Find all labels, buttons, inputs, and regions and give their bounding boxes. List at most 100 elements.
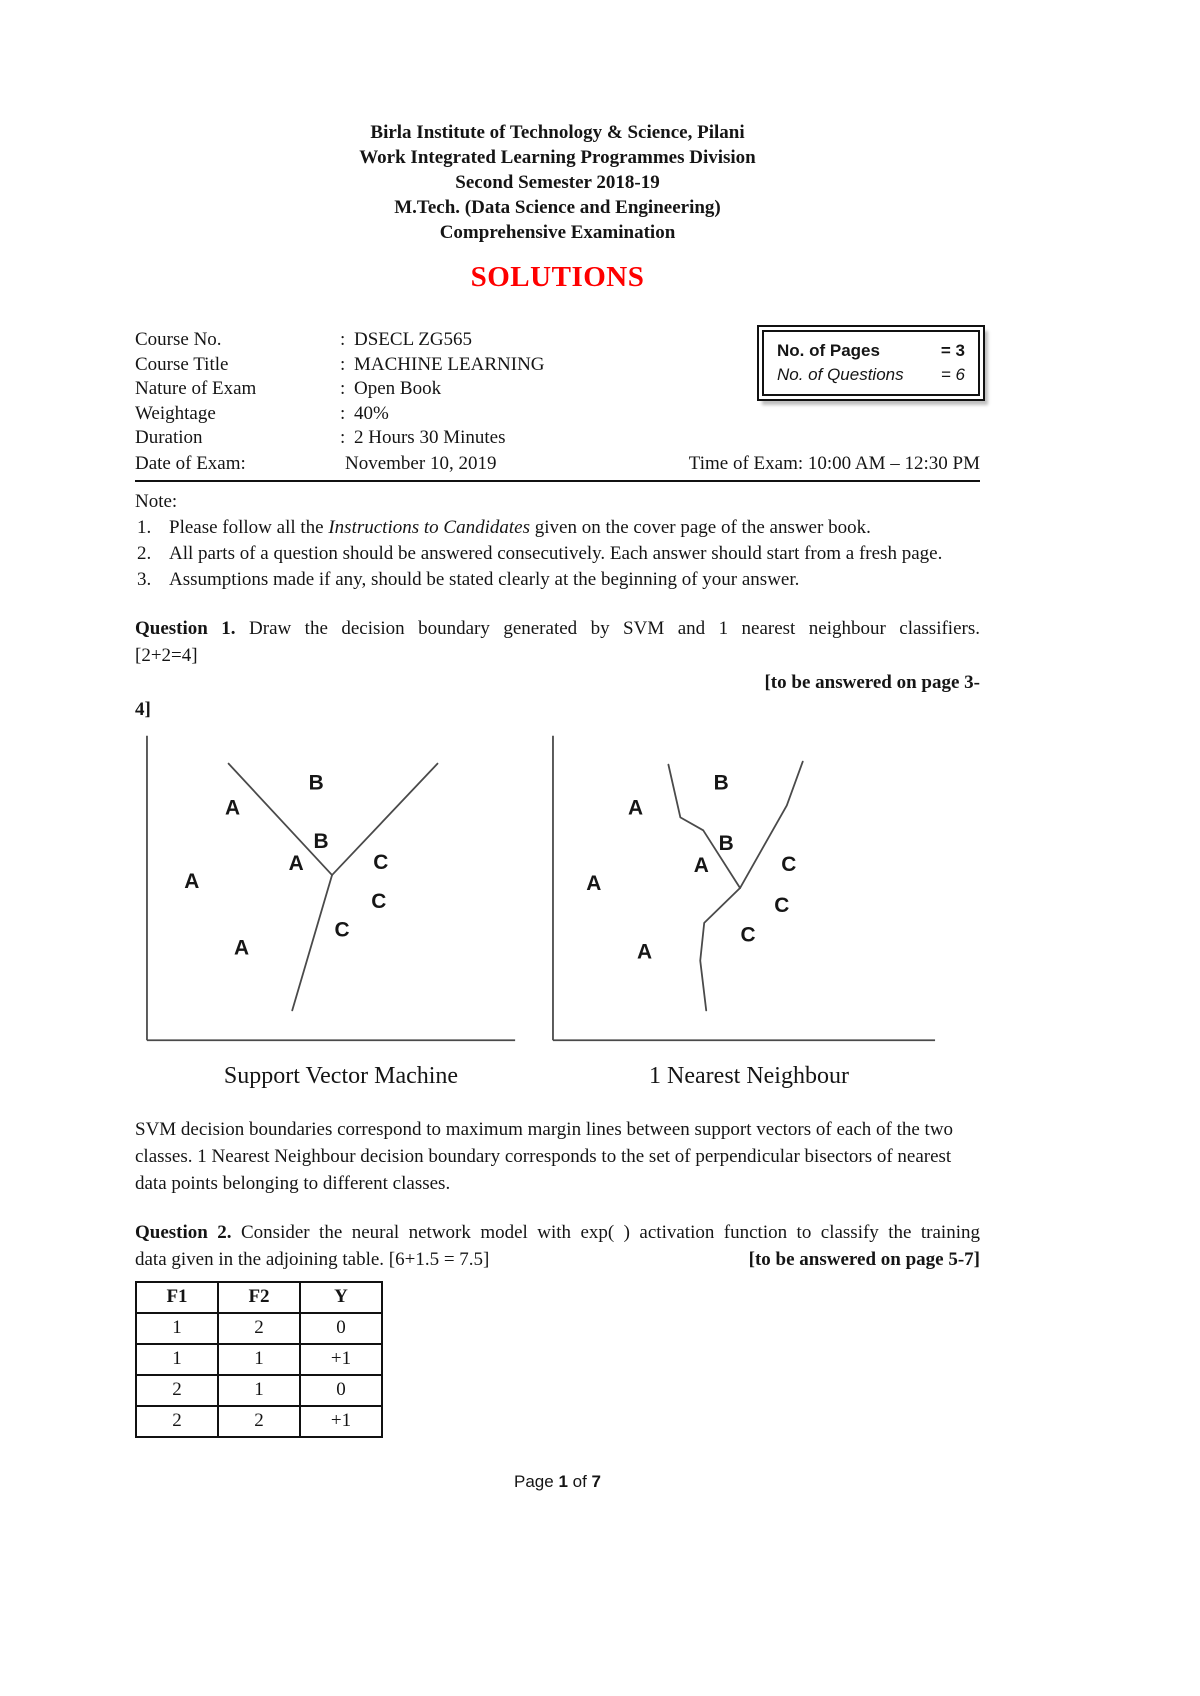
course-title-value: MACHINE LEARNING (354, 353, 545, 375)
course-no-label: Course No. (135, 329, 222, 350)
question-2-statement-line2: data given in the adjoining table. [6+1.… (135, 1246, 980, 1273)
svg-text:A: A (184, 870, 199, 893)
question-2-text-line2: data given in the adjoining table. [6+1.… (135, 1248, 490, 1270)
header-f2: F2 (217, 1280, 301, 1314)
table-header-row: F1 F2 Y (135, 1280, 383, 1314)
note-item-1: 1. Please follow all the Instructions to… (135, 515, 980, 541)
note-item-3-number: 3. (137, 568, 152, 590)
svg-text:C: C (774, 893, 789, 916)
question-1-marks: [2+2=4] (135, 644, 198, 666)
cell: 2 (217, 1404, 301, 1438)
cell: 0 (299, 1311, 383, 1345)
note-item-1-italic: Instructions to Candidates (328, 516, 530, 538)
duration-label: Duration (135, 427, 203, 448)
note-item-2: 2. All parts of a question should be ans… (135, 541, 980, 567)
programme-line: M.Tech. (Data Science and Engineering) (394, 197, 721, 218)
date-of-exam-label: Date of Exam: (135, 452, 246, 474)
course-no-row: Course No. : DSECL ZG565 (135, 328, 980, 353)
question-2: Question 2. Consider the neural network … (135, 1219, 980, 1273)
note-item-2-text: All parts of a question should be answer… (169, 542, 943, 564)
footer-page-number: 1 (558, 1472, 568, 1491)
cell: +1 (299, 1404, 383, 1438)
cell: 1 (217, 1342, 301, 1376)
svg-text:C: C (740, 923, 755, 946)
svg-text:A: A (225, 796, 240, 819)
question-2-answer-ref: [to be answered on page 5-7] (748, 1248, 980, 1270)
svg-text:A: A (586, 871, 601, 894)
questions-label: No. of Questions (777, 365, 904, 384)
time-of-exam-value: Time of Exam: 10:00 AM – 12:30 PM (688, 452, 980, 474)
separator: : (340, 378, 346, 399)
separator: : (340, 427, 346, 448)
svg-text:B: B (714, 771, 729, 794)
nature-of-exam-label: Nature of Exam (135, 378, 257, 399)
question-1-text: Draw the decision boundary generated by … (249, 617, 980, 639)
svg-text:A: A (289, 852, 304, 875)
svg-text:A: A (694, 854, 709, 877)
questions-count-row: No. of Questions = 6 (777, 363, 965, 387)
question-2-text-line1: Consider the neural network model with e… (241, 1221, 980, 1243)
question-1: Question 1. Draw the decision boundary g… (135, 615, 980, 723)
pages-info-box: No. of Pages = 3 No. of Questions = 6 (762, 330, 980, 396)
cell: +1 (299, 1342, 383, 1376)
duration-value: 2 Hours 30 Minutes (354, 427, 506, 448)
svg-text:B: B (314, 830, 329, 853)
document-header: Birla Institute of Technology & Science,… (135, 120, 980, 245)
svg-text:C: C (371, 889, 386, 912)
nearest-neighbour-figure-caption: 1 Nearest Neighbour (649, 1062, 849, 1089)
cell: 0 (299, 1373, 383, 1407)
table-row: 1 2 0 (135, 1311, 383, 1345)
note-item-1-number: 1. (137, 516, 152, 538)
header-y: Y (299, 1280, 383, 1314)
cell: 2 (135, 1373, 219, 1407)
question-1-answer-ref-line1: [to be answered on page 3- (764, 671, 980, 693)
separator: : (340, 402, 346, 424)
separator: : (340, 353, 346, 375)
question-2-statement-line1: Question 2. Consider the neural network … (135, 1219, 980, 1246)
cell: 1 (217, 1373, 301, 1407)
svg-text:A: A (628, 796, 643, 819)
pages-label: No. of Pages (777, 341, 880, 360)
cell: 2 (135, 1404, 219, 1438)
question-1-answer-ref-line2: 4] (135, 698, 151, 720)
cell: 2 (217, 1311, 301, 1345)
note-section: Note: 1. Please follow all the Instructi… (135, 489, 980, 593)
note-item-2-number: 2. (137, 542, 152, 564)
question-1-explanation: SVM decision boundaries correspond to ma… (135, 1118, 954, 1194)
footer-prefix: Page (514, 1472, 559, 1491)
exam-page: Birla Institute of Technology & Science,… (135, 120, 980, 1438)
questions-value: = 6 (940, 365, 965, 384)
pages-count-row: No. of Pages = 3 (777, 339, 965, 363)
note-item-1-text: Please follow all the Instructions to Ca… (169, 515, 980, 541)
header-f1: F1 (135, 1280, 219, 1314)
note-title: Note: (135, 490, 178, 512)
table-row: 2 1 0 (135, 1373, 383, 1407)
course-no-value: DSECL ZG565 (354, 329, 473, 350)
weightage-label: Weightage (135, 402, 216, 424)
weightage-value: 40% (354, 402, 389, 424)
table-row: 2 2 +1 (135, 1404, 383, 1438)
page-content: Birla Institute of Technology & Science,… (135, 120, 980, 1438)
svg-text:A: A (234, 936, 249, 959)
date-of-exam-row: Date of Exam: November 10, 2019 Time of … (135, 451, 980, 482)
page-number-footer: Page 1 of 7 (135, 1472, 980, 1492)
svg-text:C: C (373, 851, 388, 874)
note-item-1-post: given on the cover page of the answer bo… (529, 516, 871, 538)
question-2-label: Question 2. (135, 1221, 232, 1243)
training-data-table: F1 F2 Y 1 2 0 1 1 +1 2 1 (135, 1280, 383, 1438)
svg-text:A: A (637, 940, 652, 963)
svg-text:B: B (719, 832, 734, 855)
separator: : (340, 329, 346, 350)
table-row: 1 1 +1 (135, 1342, 383, 1376)
cell: 1 (135, 1342, 219, 1376)
semester-line: Second Semester 2018-19 (455, 172, 660, 193)
cell: 1 (135, 1311, 219, 1345)
course-title-label: Course Title (135, 353, 229, 375)
solutions-title: SOLUTIONS (470, 261, 645, 293)
course-info-section: No. of Pages = 3 No. of Questions = 6 Co… (135, 328, 980, 482)
nature-of-exam-value: Open Book (354, 378, 442, 399)
